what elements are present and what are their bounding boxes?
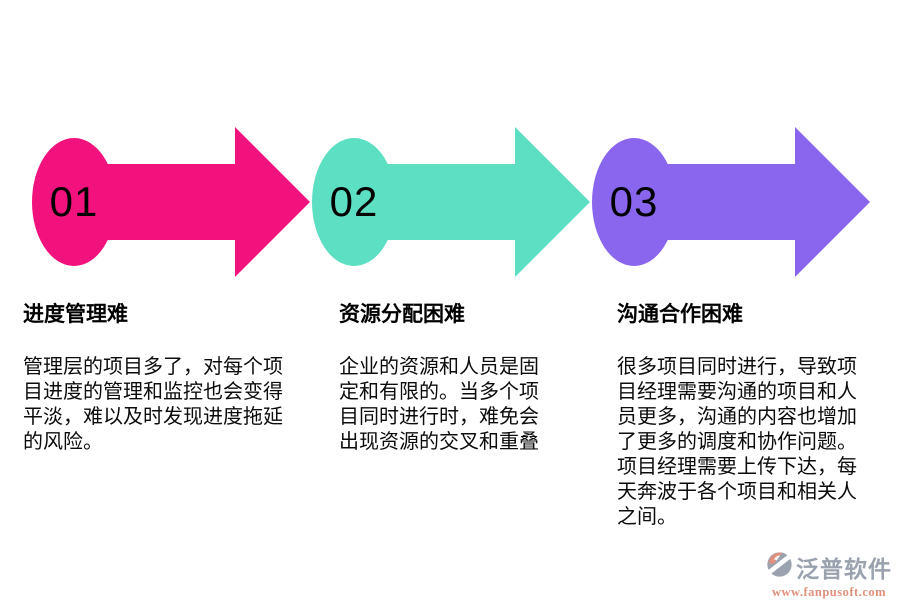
step-3-number: 03 [609,178,659,225]
step-3-arrow: 03 [592,120,872,280]
step-1-text-column: 进度管理难 管理层的项目多了，对每个项 目进度的管理和监控也会变得 平淡，难以及… [23,303,328,455]
fanpusoft-watermark: 泛普软件 www.fanpusoft.com [763,550,892,600]
fanpusoft-url: www.fanpusoft.com [771,585,887,599]
step-2-text-column: 资源分配困难 企业的资源和人员是固 定和有限的。当多个项 目同时进行时，难免会 … [339,303,589,455]
step-1-number: 01 [49,178,99,225]
step-2-arrow: 02 [312,120,592,280]
step-3-text-column: 沟通合作困难 很多项目同时进行，导致项 目经理需要沟通的项目和人 员更多，沟通的… [617,303,892,530]
fanpusoft-logo-text: 泛普软件 [796,556,892,582]
step-3-title: 沟通合作困难 [617,303,743,326]
step-3-description: 很多项目同时进行，导致项 目经理需要沟通的项目和人 员更多，沟通的内容也增加 了… [617,356,857,528]
arrow-shape-2 [312,127,590,277]
fanpusoft-logo-icon [763,550,796,583]
step-2-number: 02 [329,178,379,225]
step-1-arrow: 01 [32,120,312,280]
step-2-description: 企业的资源和人员是固 定和有限的。当多个项 目同时进行时，难免会 出现资源的交叉… [339,356,539,453]
arrow-shape-1 [32,127,310,277]
step-1-title: 进度管理难 [23,303,128,326]
step-1-description: 管理层的项目多了，对每个项 目进度的管理和监控也会变得 平淡，难以及时发现进度拖… [23,356,283,453]
step-2-title: 资源分配困难 [339,303,465,326]
arrow-shape-3 [592,127,870,277]
